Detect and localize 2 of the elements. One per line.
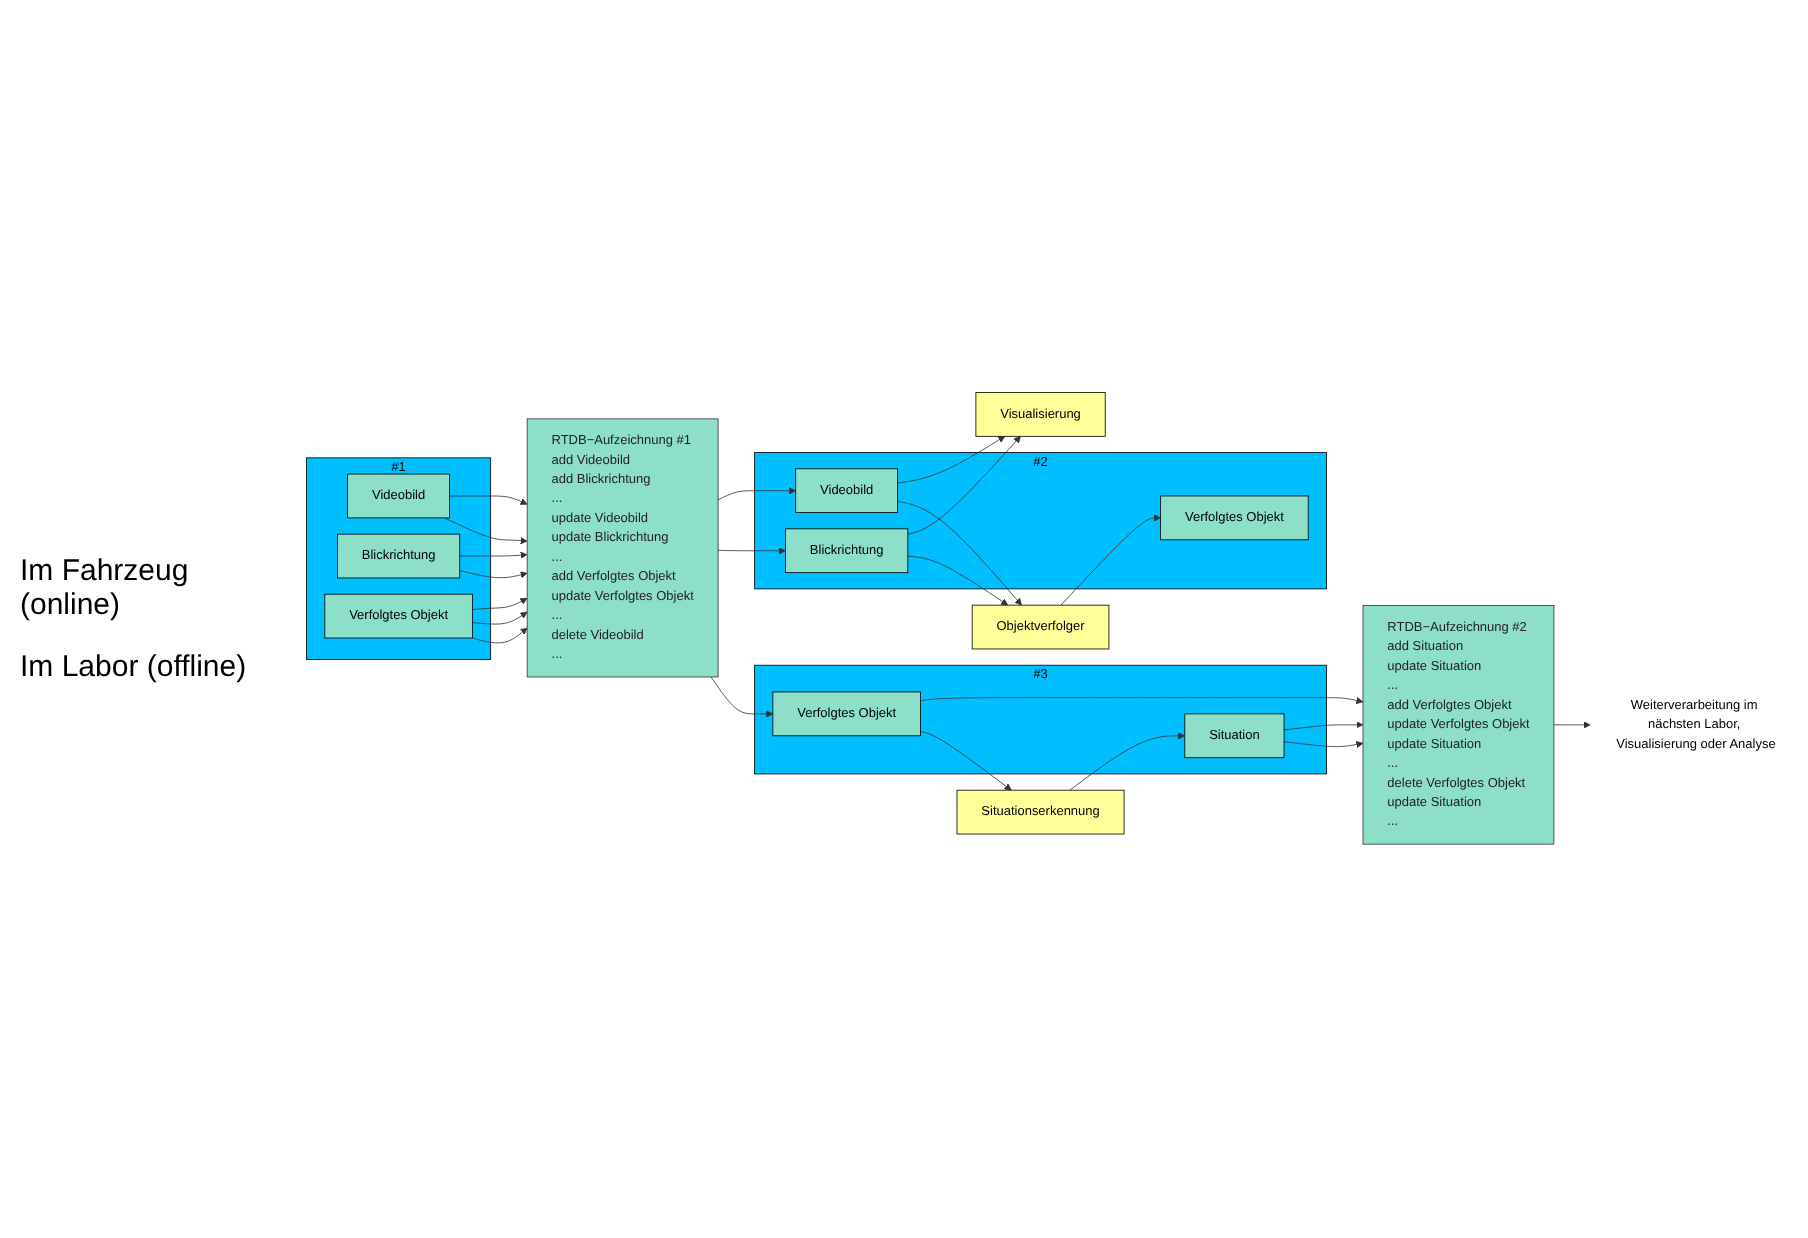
region-label: Im Labor (offline) bbox=[20, 650, 249, 684]
region-label: Im Fahrzeug (online) bbox=[20, 554, 191, 622]
